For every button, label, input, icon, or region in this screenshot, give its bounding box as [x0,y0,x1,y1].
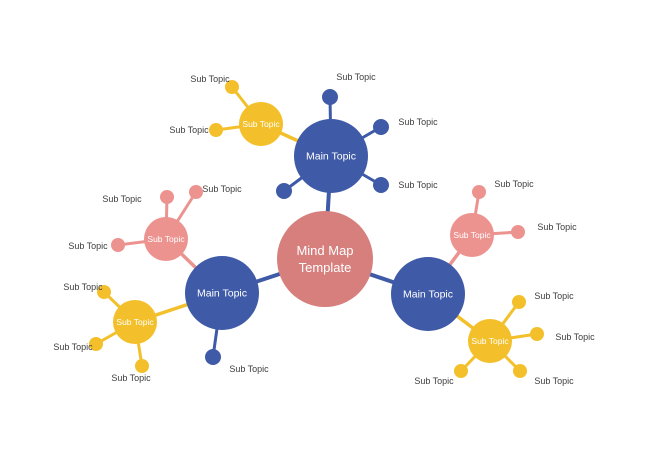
sub-topic-dot [276,183,292,199]
sub-topic-dot [209,123,223,137]
sub-topic-label: Sub Topic [111,373,151,383]
sub-topic-dot [472,185,486,199]
sub-topic-dot [225,80,239,94]
sub-topic-label: Sub Topic [116,317,154,327]
sub-topic-dot [373,119,389,135]
main-topic-node [185,256,259,330]
center-topic-node [277,211,373,307]
sub-topic-label: Sub Topic [537,222,577,232]
sub-topic-node [468,319,512,363]
sub-topic-label: Sub Topic [202,184,242,194]
sub-topic-label: Sub Topic [169,125,209,135]
main-topic-node [391,257,465,331]
sub-topic-dot [530,327,544,341]
sub-topic-dot [111,238,125,252]
sub-topic-dot [160,190,174,204]
sub-topic-label: Sub Topic [414,376,454,386]
sub-topic-label: Sub Topic [229,364,269,374]
sub-topic-label: Sub Topic [494,179,534,189]
sub-topic-dot [322,89,338,105]
sub-topic-label: Sub Topic [398,180,438,190]
sub-topic-dot [205,349,221,365]
main-topic-label: Main Topic [197,288,247,300]
sub-topic-label: Sub Topic [336,72,376,82]
sub-topic-label: Sub Topic [53,342,93,352]
sub-topic-dot [373,177,389,193]
main-topic-label: Main Topic [306,151,356,163]
main-topic-label: Main Topic [403,289,453,301]
sub-topic-dot [189,185,203,199]
center-topic-label: Mind Map [296,243,353,258]
sub-topic-label: Sub Topic [190,74,230,84]
sub-topic-label: Sub Topic [68,241,108,251]
topic-nodes [113,102,512,363]
sub-topic-label: Sub Topic [534,291,574,301]
sub-topic-label: Sub Topic [453,230,491,240]
sub-topic-label: Sub Topic [471,336,509,346]
sub-topic-label: Sub Topic [63,282,103,292]
sub-topic-dot [454,364,468,378]
sub-topic-label: Sub Topic [147,234,185,244]
sub-topic-node [144,217,188,261]
sub-topic-dot [135,359,149,373]
main-topic-node [294,119,368,193]
sub-topic-dot [513,364,527,378]
sub-topic-label: Sub Topic [102,194,142,204]
sub-topic-label: Sub Topic [398,117,438,127]
sub-topic-dot [97,285,111,299]
sub-topic-dots [89,80,544,378]
sub-topic-node [450,213,494,257]
sub-topic-label: Sub Topic [242,119,280,129]
sub-topic-dot [89,337,103,351]
center-topic-label: Template [299,260,352,275]
sub-topic-dot [512,295,526,309]
sub-topic-node [239,102,283,146]
sub-topic-node [113,300,157,344]
sub-topic-label: Sub Topic [534,376,574,386]
sub-topic-dot [511,225,525,239]
sub-topic-label: Sub Topic [555,332,595,342]
